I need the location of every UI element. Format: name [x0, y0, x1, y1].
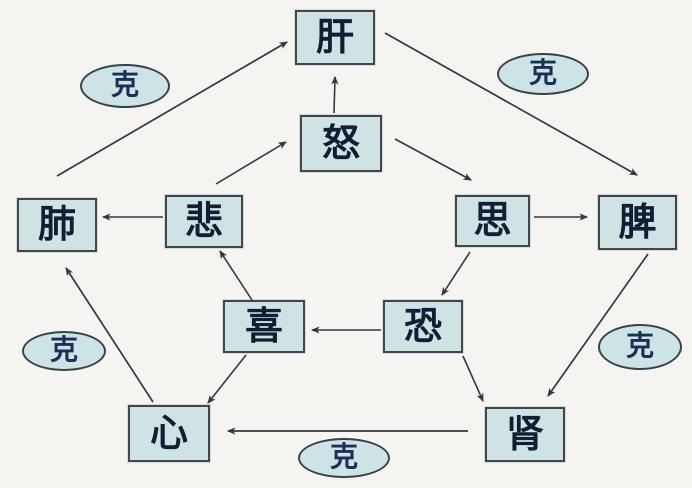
arrow-anger-to-liver [331, 75, 339, 114]
arrow-liver-to-spleen [384, 32, 638, 176]
arrow-heart-to-lung [65, 267, 154, 403]
node-sadness: 悲 [165, 195, 243, 248]
ke-badge-label: 克 [528, 58, 557, 89]
arrow-joy-to-sadness [219, 250, 253, 301]
arrow-joy-to-heart [207, 354, 247, 404]
ke-badge-label: 克 [49, 335, 78, 366]
ke-badge-label: 克 [110, 70, 139, 101]
arrow-thought-to-fear [441, 251, 471, 296]
node-thought: 思 [455, 195, 530, 247]
node-liver: 肝 [295, 10, 375, 65]
node-spleen: 脾 [598, 195, 677, 250]
node-joy: 喜 [223, 300, 305, 353]
arrow-spleen-to-kidney [547, 253, 649, 397]
arrow-anger-to-thought [394, 138, 472, 181]
node-thought-label: 思 [473, 200, 512, 242]
node-lung: 肺 [17, 198, 97, 252]
ke-badge-bottom: 克 [298, 438, 390, 478]
node-heart-label: 心 [149, 412, 188, 455]
node-joy-label: 喜 [244, 305, 283, 348]
arrow-fear-to-kidney [462, 355, 484, 403]
node-sadness-label: 悲 [184, 200, 223, 243]
node-kidney: 肾 [485, 407, 565, 462]
ke-badge-label: 克 [329, 442, 358, 473]
node-kidney-label: 肾 [505, 413, 544, 456]
ke-badge-top-left: 克 [80, 64, 170, 108]
ke-badge-mid-right: 克 [598, 324, 682, 370]
node-spleen-label: 脾 [618, 201, 657, 244]
node-fear-label: 恐 [403, 305, 442, 348]
ke-badge-mid-left: 克 [22, 331, 106, 371]
ke-badge-label: 克 [625, 331, 654, 362]
node-anger: 怒 [300, 115, 382, 172]
node-fear: 恐 [383, 300, 463, 353]
node-anger-label: 怒 [321, 122, 360, 165]
node-liver-label: 肝 [315, 16, 354, 59]
arrow-lung-to-liver [56, 41, 288, 177]
arrow-sadness-to-anger [215, 141, 287, 185]
node-lung-label: 肺 [37, 204, 76, 246]
node-heart: 心 [128, 405, 210, 462]
ke-badge-top-right: 克 [497, 53, 589, 95]
